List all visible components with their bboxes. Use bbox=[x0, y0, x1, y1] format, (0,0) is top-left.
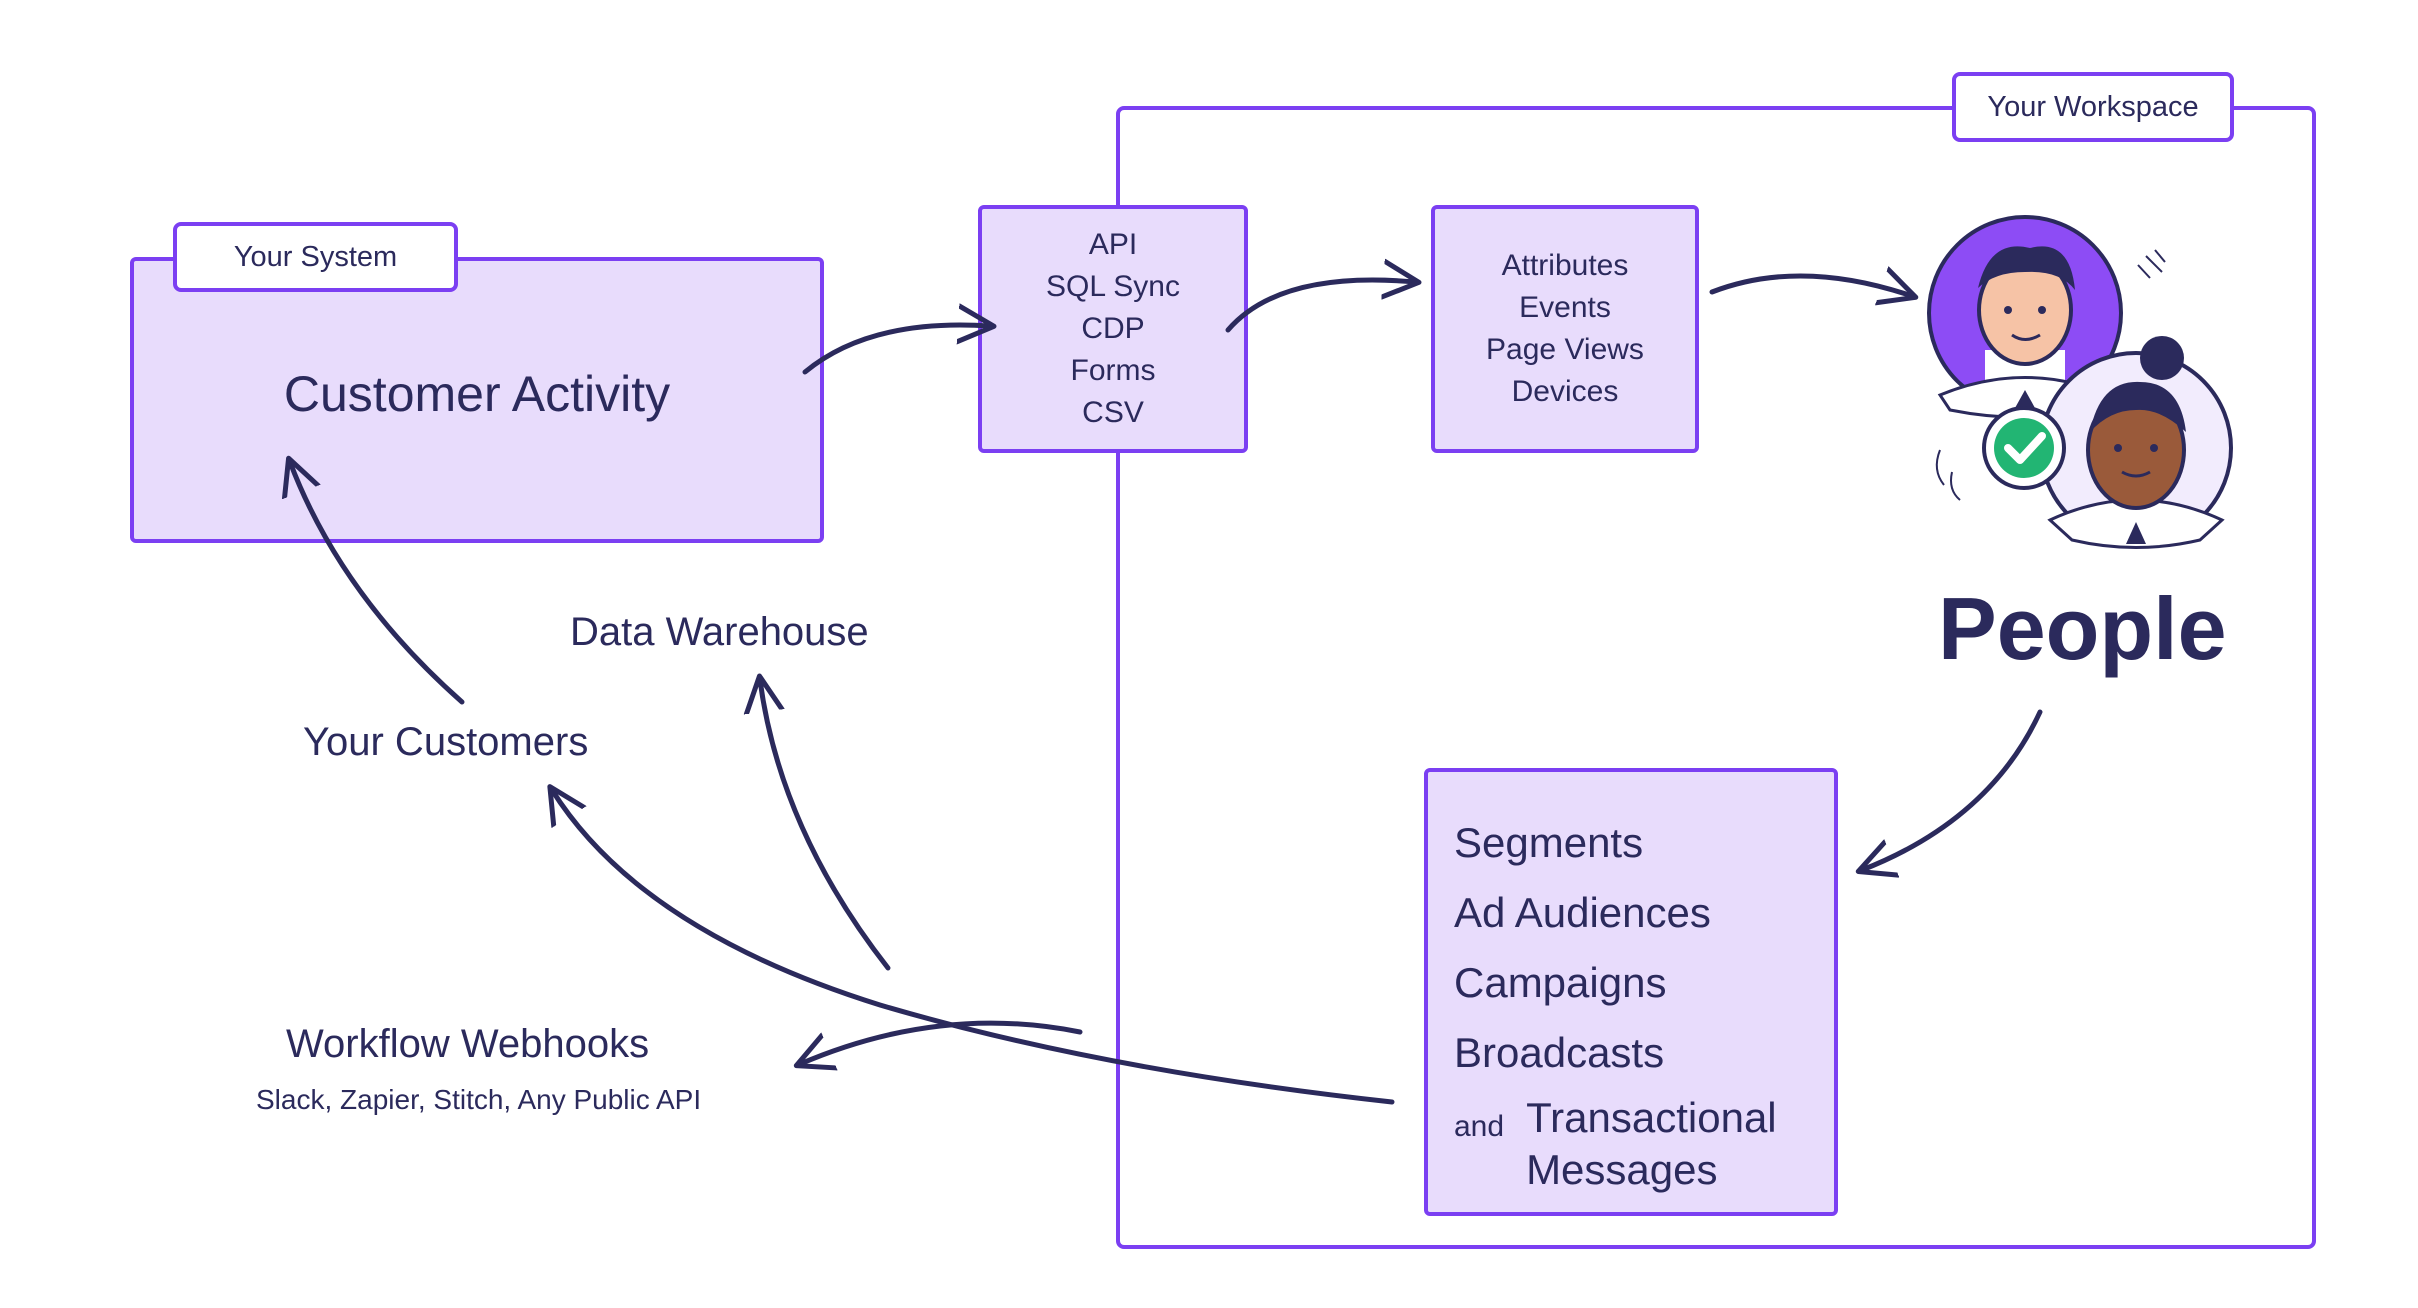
ingestion-sql-sync: SQL Sync bbox=[1046, 270, 1180, 303]
arrow-activity-to-ingestion bbox=[802, 325, 990, 375]
output-transactional: Transactional bbox=[1526, 1094, 1777, 1141]
customer-activity-label: Customer Activity bbox=[283, 366, 671, 422]
arrow-customers-to-activity bbox=[290, 462, 465, 705]
workspace-frame bbox=[1116, 106, 2316, 1249]
outputs-box: Segments Ad Audiences Campaigns Broadcas… bbox=[1424, 768, 1838, 1216]
workflow-webhooks-label: Workflow Webhooks bbox=[286, 1022, 650, 1066]
person-avatar-icon bbox=[1927, 215, 2123, 419]
output-campaigns: Campaigns bbox=[1454, 959, 1667, 1006]
output-and: and bbox=[1454, 1110, 1505, 1143]
output-ad-audiences: Ad Audiences bbox=[1454, 889, 1711, 936]
arrow-to-webhooks bbox=[800, 1020, 1083, 1064]
arrow-profile-to-people bbox=[1709, 276, 1912, 296]
people-label: People bbox=[1938, 579, 2227, 678]
profile-events: Events bbox=[1519, 291, 1611, 324]
arrow-ingestion-to-profile bbox=[1225, 280, 1415, 333]
profile-page-views: Page Views bbox=[1486, 333, 1644, 366]
profile-attributes: Attributes bbox=[1501, 249, 1629, 282]
profile-data-box: Attributes Events Page Views Devices bbox=[1431, 205, 1699, 453]
ingestion-box: API SQL Sync CDP Forms CSV bbox=[978, 205, 1248, 453]
workspace-tag: Your Workspace bbox=[1952, 72, 2234, 142]
your-customers-label: Your Customers bbox=[303, 720, 589, 764]
webhook-examples-label: Slack, Zapier, Stitch, Any Public API bbox=[256, 1084, 702, 1115]
customer-activity-box: Customer Activity bbox=[130, 257, 824, 543]
arrow-to-data-warehouse bbox=[760, 680, 891, 971]
output-broadcasts: Broadcasts bbox=[1454, 1029, 1665, 1076]
arrow-people-to-outputs bbox=[1862, 709, 2043, 870]
arrow-outputs-to-customers bbox=[552, 790, 1395, 1105]
output-messages: Messages bbox=[1526, 1146, 1718, 1193]
check-badge-icon bbox=[1982, 406, 2066, 490]
ingestion-api: API bbox=[1088, 228, 1138, 261]
ingestion-forms: Forms bbox=[1070, 354, 1156, 387]
ingestion-csv: CSV bbox=[1082, 396, 1144, 429]
profile-devices: Devices bbox=[1511, 375, 1619, 408]
ingestion-cdp: CDP bbox=[1081, 312, 1145, 345]
output-segments: Segments bbox=[1454, 819, 1644, 866]
data-warehouse-label: Data Warehouse bbox=[570, 610, 869, 654]
people-illustration bbox=[1927, 215, 2233, 549]
system-tag: Your System bbox=[173, 222, 458, 292]
person-avatar-icon bbox=[2039, 336, 2233, 549]
